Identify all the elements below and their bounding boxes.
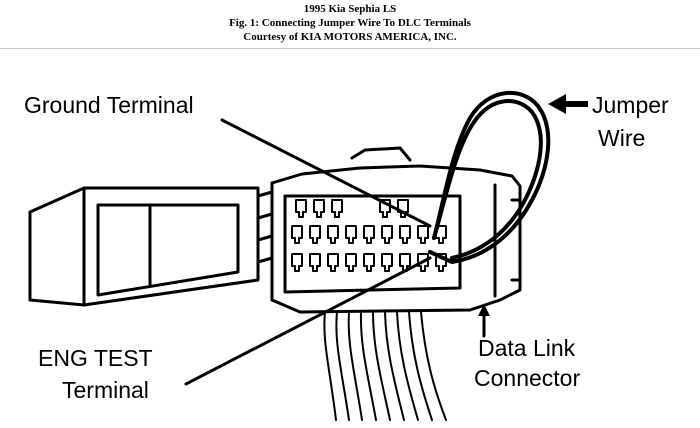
jumper-wire-label-line1: Jumper [592, 92, 669, 118]
wire-harness [323, 311, 447, 421]
eng-test-label-line1: ENG TEST [38, 345, 153, 371]
figure-header: 1995 Kia Sephia LS Fig. 1: Connecting Ju… [0, 0, 700, 50]
plug-housing [28, 186, 274, 307]
ground-terminal-label: Ground Terminal [24, 92, 194, 118]
jumper-wire [428, 90, 551, 264]
vehicle-title: 1995 Kia Sephia LS [303, 3, 397, 15]
leader-lines [184, 118, 486, 386]
connector-body [270, 146, 522, 314]
dlc-label-line1: Data Link [478, 335, 576, 361]
eng-test-label-line2: Terminal [62, 377, 149, 403]
figure-credit: Courtesy of KIA MOTORS AMERICA, INC. [243, 31, 457, 43]
jumper-arrowhead [548, 94, 566, 114]
dlc-arrowhead [478, 304, 490, 316]
header-divider [0, 48, 700, 49]
jumper-wire-label-line2: Wire [598, 125, 645, 151]
figure-caption: Fig. 1: Connecting Jumper Wire To DLC Te… [229, 17, 471, 29]
dlc-label-line2: Connector [474, 365, 580, 391]
terminal-pins [291, 199, 447, 272]
